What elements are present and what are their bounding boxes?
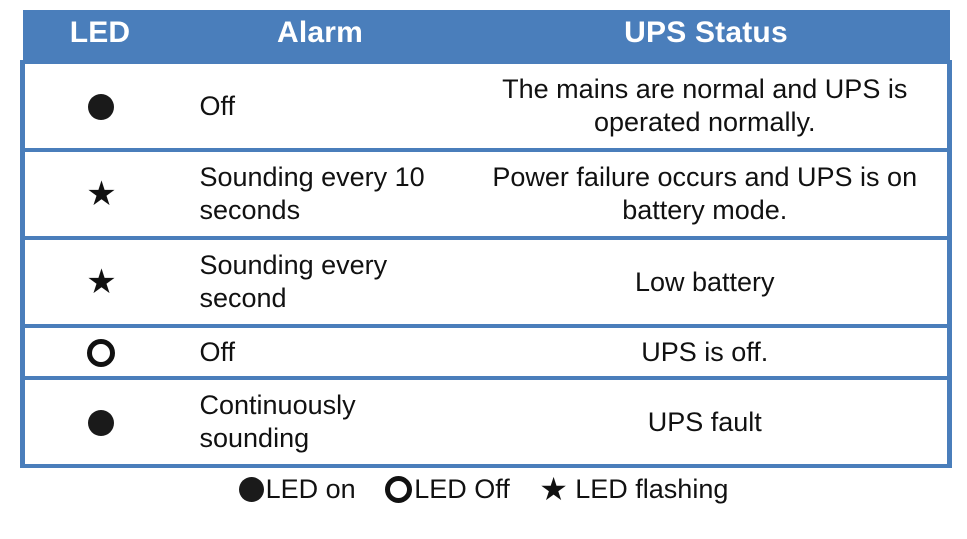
led-flashing-icon: ★ (86, 175, 117, 214)
status-text: UPS is off. (641, 336, 769, 367)
status-text: The mains are normal and UPS is operated… (502, 74, 908, 137)
status-text: UPS fault (647, 406, 762, 437)
led-flashing-icon: ★ (86, 263, 117, 302)
cell-status: UPS is off. (462, 324, 952, 378)
cell-led (20, 60, 178, 150)
led-on-icon (238, 477, 264, 503)
led-on-icon (88, 94, 115, 121)
table-row: Off UPS is off. (20, 324, 952, 378)
led-off-icon (385, 476, 413, 504)
cell-alarm: Sounding every 10 seconds (177, 148, 463, 238)
led-legend: LED on LED Off ★LED flashing (0, 472, 967, 505)
cell-alarm: Sounding every second (177, 236, 463, 326)
cell-status: The mains are normal and UPS is operated… (462, 60, 952, 150)
status-text: Power failure occurs and UPS is on batte… (492, 162, 918, 225)
table-row: ★ Sounding every 10 seconds Power failur… (20, 148, 952, 238)
status-text: Low battery (634, 266, 775, 297)
cell-led (20, 324, 178, 378)
table-row: Off The mains are normal and UPS is oper… (20, 60, 952, 150)
cell-status: UPS fault (462, 376, 952, 468)
alarm-text: Off (199, 336, 236, 367)
legend-item-led-off: LED Off (385, 473, 510, 505)
table-header-row: LED Alarm UPS Status (22, 10, 950, 62)
cell-status: Low battery (462, 236, 952, 326)
cell-alarm: Continuously sounding (177, 376, 463, 468)
table-row: ★ Sounding every second Low battery (20, 236, 952, 326)
cell-alarm: Off (177, 60, 463, 150)
led-flashing-icon: ★ (539, 470, 568, 507)
legend-item-led-flashing: ★LED flashing (539, 473, 728, 505)
alarm-text: Sounding every 10 seconds (199, 162, 425, 225)
cell-alarm: Off (177, 324, 463, 378)
cell-led: ★ (20, 236, 178, 326)
column-header-alarm: Alarm (276, 16, 364, 49)
column-header-led: LED (69, 16, 131, 49)
alarm-text: Continuously sounding (199, 390, 356, 453)
table-body: Off The mains are normal and UPS is oper… (20, 60, 952, 468)
table-row: Continuously sounding UPS fault (20, 376, 952, 468)
led-off-icon (87, 339, 116, 368)
alarm-text: Off (199, 90, 236, 121)
table-header: LED Alarm UPS Status (22, 10, 950, 62)
cell-led: ★ (20, 148, 178, 238)
legend-label-led-off: LED Off (414, 474, 510, 505)
legend-label-led-flashing: LED flashing (575, 474, 729, 505)
column-header-status: UPS Status (624, 16, 788, 49)
led-on-icon (88, 410, 115, 437)
alarm-text: Sounding every second (199, 250, 388, 313)
cell-status: Power failure occurs and UPS is on batte… (462, 148, 952, 238)
cell-led (20, 376, 178, 468)
legend-label-led-on: LED on (265, 474, 356, 505)
ups-led-alarm-status-table: LED Alarm UPS Status Off The mains are n… (20, 10, 952, 468)
legend-item-led-on: LED on (238, 473, 356, 505)
